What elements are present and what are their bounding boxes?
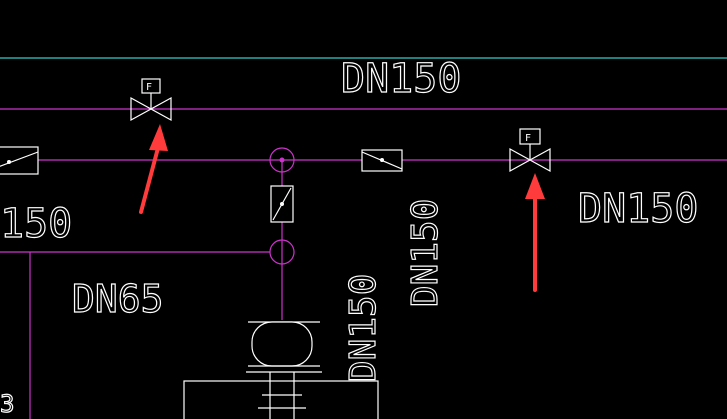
label-vertical-pump: DN150 bbox=[343, 274, 384, 382]
pump-icon bbox=[246, 321, 322, 419]
valve2-tag-label: F bbox=[525, 133, 531, 144]
label-left-edge-fragment: 3 bbox=[0, 390, 14, 418]
label-top-main: DN150 bbox=[341, 56, 461, 102]
junction-circle-icon bbox=[269, 147, 295, 173]
gate-valve-icon: F bbox=[130, 78, 172, 122]
check-valve-icon bbox=[270, 185, 294, 223]
label-vertical-mid: DN150 bbox=[405, 199, 446, 307]
check-valve-icon bbox=[0, 146, 39, 175]
red-arrow-icon bbox=[525, 173, 545, 292]
junction-circle-icon bbox=[269, 239, 295, 265]
red-arrow-icon bbox=[139, 124, 168, 214]
check-valve-icon bbox=[361, 149, 403, 172]
valve1-tag-label: F bbox=[146, 82, 152, 93]
gate-valve-icon: F bbox=[509, 128, 551, 173]
pump-base bbox=[183, 380, 379, 419]
label-branch-left: DN65 bbox=[72, 277, 164, 321]
label-left-partial: 150 bbox=[0, 201, 72, 247]
label-right-main: DN150 bbox=[578, 186, 698, 232]
